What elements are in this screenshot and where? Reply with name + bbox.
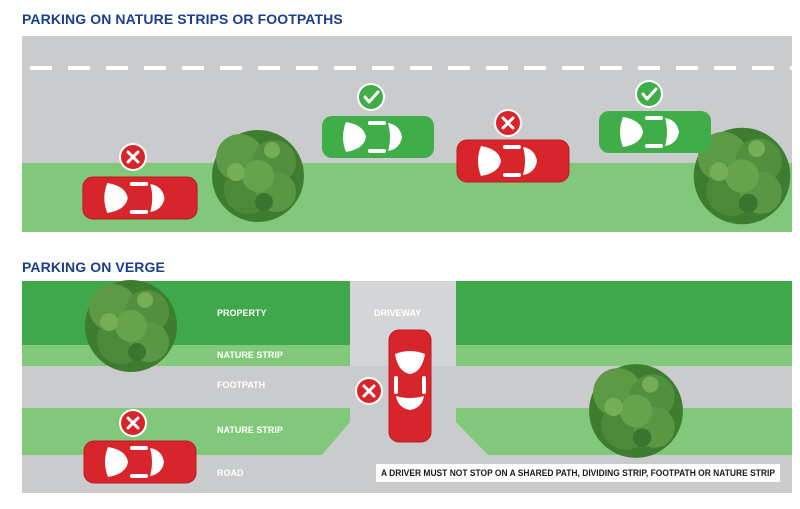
tick-icon [355,81,387,113]
label-footpath: FOOTPATH [217,380,265,390]
tree-icon [589,364,683,458]
property-left [22,281,350,345]
car-on-verge [83,440,197,484]
car-legally-parked-2 [599,111,711,153]
car-half-on-strip [456,139,570,183]
property-right [456,281,792,345]
label-nature-strip-upper: NATURE STRIP [217,350,283,360]
label-property: PROPERTY [217,308,267,318]
label-road: ROAD [217,468,244,478]
notice-box [376,464,780,482]
cross-icon [492,107,524,139]
tick-icon [633,78,665,110]
car-legally-parked [322,116,434,158]
tree-icon [212,130,304,222]
notice-text: A DRIVER MUST NOT STOP ON A SHARED PATH,… [381,468,775,478]
top-section-title: PARKING ON NATURE STRIPS OR FOOTPATHS [22,11,343,27]
car-across-footpath [388,329,432,443]
bottom-panel: PROPERTY NATURE STRIP FOOTPATH NATURE ST… [22,280,792,493]
cross-icon [353,375,385,407]
car-on-nature-strip [82,176,198,220]
label-nature-strip-lower: NATURE STRIP [217,425,283,435]
top-panel [22,36,792,232]
cross-icon [117,407,149,439]
tree-icon [85,280,177,372]
nature-strip-upper-right [456,345,792,366]
label-driveway: DRIVEWAY [374,308,421,318]
bottom-section-title: PARKING ON VERGE [22,259,165,275]
cross-icon [117,141,149,173]
nature-strip-upper-left [22,345,350,366]
